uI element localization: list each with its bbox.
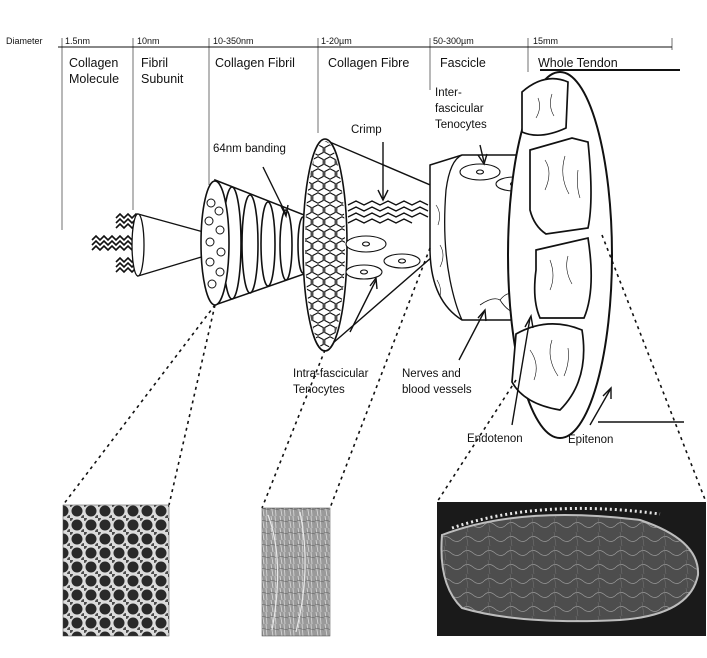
- fibril-subunit-cone: [131, 213, 219, 277]
- diameter-value: 10-350nm: [213, 36, 254, 46]
- epitenon-label: Epitenon: [568, 434, 613, 446]
- header-level-collagen-fibril: 10-350nm Collagen Fibril: [208, 36, 295, 185]
- diameter-value: 1-20µm: [321, 36, 352, 46]
- diameter-label: Diameter: [6, 36, 43, 46]
- inter-fascicular-label-1: Inter-: [435, 87, 462, 99]
- intra-fascicular-tenocytes: [345, 235, 421, 280]
- inter-fascicular-label-2: fascicular: [435, 103, 484, 115]
- endotenon-label: Endotenon: [467, 433, 523, 445]
- intra-fascicular-label-2: Tenocytes: [293, 384, 345, 396]
- crimp-waves: [347, 200, 429, 224]
- tendon-cross-section-micrograph: [437, 502, 706, 636]
- tendon-fascicles: [511, 77, 593, 411]
- header-level-molecule: 1.5nm Collagen Molecule: [61, 36, 119, 230]
- level-name-line1: Fibril: [141, 56, 168, 70]
- header-level-fascicle: 50-300µm Fascicle: [429, 36, 486, 90]
- level-name-line1: Collagen Fibril: [215, 56, 295, 70]
- diameter-value: 50-300µm: [433, 36, 474, 46]
- fascicle-texture: [529, 93, 581, 381]
- diameter-value: 10nm: [137, 36, 160, 46]
- level-name-line2: Molecule: [69, 72, 119, 86]
- nerves-label-1: Nerves and: [402, 368, 461, 380]
- projection-lines: [62, 234, 707, 509]
- fibril-subunit-circles: [204, 198, 226, 289]
- intra-fascicular-label-1: Intra-fascicular: [293, 368, 369, 380]
- crimp-label: Crimp: [351, 124, 382, 136]
- header-level-whole-tendon: 15mm Whole Tendon: [527, 36, 673, 72]
- diameter-value: 15mm: [533, 36, 558, 46]
- fibril-cross-section-micrograph: [62, 504, 170, 637]
- pointer-arrows: [262, 142, 612, 426]
- collagen-fibre-cone: [302, 138, 471, 352]
- level-name-line2: Subunit: [141, 72, 184, 86]
- whole-tendon: [507, 71, 613, 439]
- level-name-line1: Collagen: [69, 56, 118, 70]
- nerves-label-2: blood vessels: [402, 384, 472, 396]
- header-level-fibril-subunit: 10nm Fibril Subunit: [132, 36, 184, 210]
- hexagonal-fibril-packing: [305, 141, 345, 349]
- level-name-line1: Fascicle: [440, 56, 486, 70]
- banding-label: 64nm banding: [213, 143, 286, 155]
- level-name-line1: Whole Tendon: [538, 56, 618, 70]
- header-level-collagen-fibre: 1-20µm Collagen Fibre: [317, 36, 409, 133]
- fibre-micrograph: [261, 507, 331, 637]
- diameter-value: 1.5nm: [65, 36, 90, 46]
- inter-fascicular-label-3: Tenocytes: [435, 119, 487, 131]
- level-name-line1: Collagen Fibre: [328, 56, 409, 70]
